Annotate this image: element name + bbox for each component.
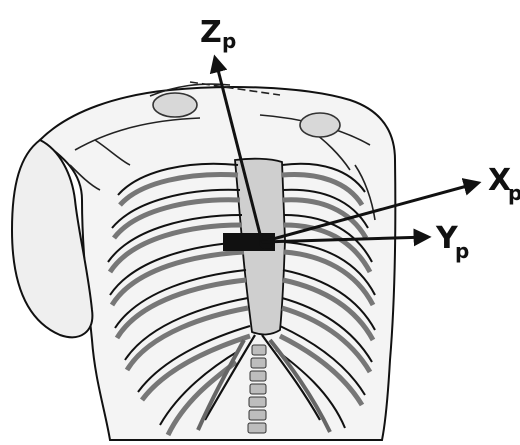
x-axis-subscript: p (508, 181, 520, 205)
z-axis-subscript: p (222, 29, 236, 53)
z-axis-letter: Z (200, 15, 222, 50)
x-axis-label: X p (488, 163, 520, 205)
y-axis-subscript: p (455, 239, 469, 263)
y-axis-label: Y p (435, 221, 469, 263)
z-axis-label: Z p (200, 15, 236, 53)
